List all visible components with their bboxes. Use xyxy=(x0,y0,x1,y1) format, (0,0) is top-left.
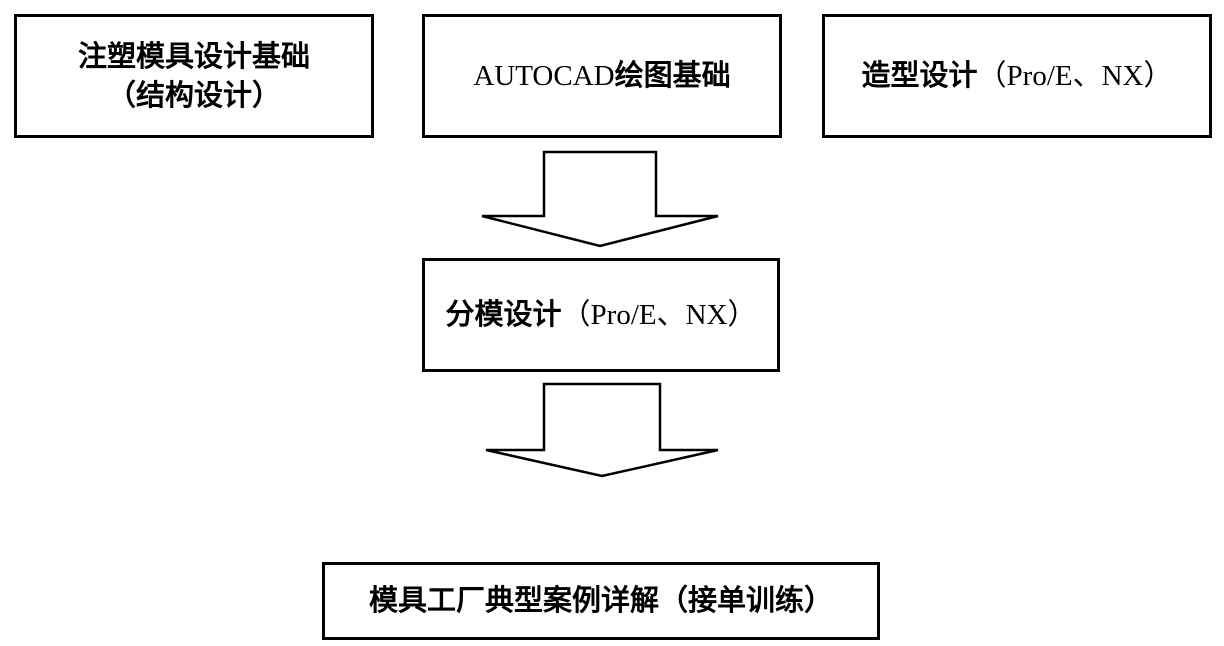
box-modeling-cjk: 造型设计 xyxy=(861,57,978,92)
box-factory-case-study: 模具工厂典型案例详解（接单训练） xyxy=(322,562,880,640)
box-parting-design: 分模设计（Pro/E、NX） xyxy=(422,258,780,372)
box-modeling-latin: （Pro/E、NX） xyxy=(977,59,1173,92)
box-modeling-design: 造型设计（Pro/E、NX） xyxy=(822,14,1212,138)
box-factory-title: 模具工厂典型案例详解（接单训练） xyxy=(368,583,833,618)
box-injection-subtitle: （结构设计） xyxy=(106,78,281,112)
box-autocad-cjk: 绘图基础 xyxy=(614,57,731,92)
box-injection-mold-basics: 注塑模具设计基础 （结构设计） xyxy=(14,14,374,138)
down-arrow-1 xyxy=(481,150,719,248)
box-parting-latin: （Pro/E、NX） xyxy=(561,298,757,331)
box-parting-cjk: 分模设计 xyxy=(445,296,562,331)
box-autocad-basics: AUTOCAD绘图基础 xyxy=(422,14,782,138)
box-injection-title: 注塑模具设计基础 xyxy=(77,38,310,73)
down-arrow-2 xyxy=(485,382,719,478)
box-autocad-latin: AUTOCAD xyxy=(473,59,615,92)
